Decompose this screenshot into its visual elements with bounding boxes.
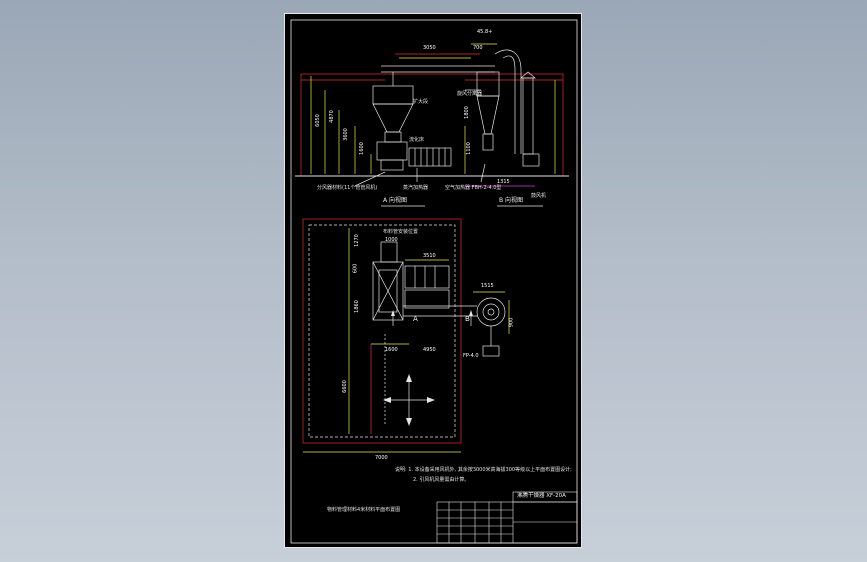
room-outline: [302, 218, 462, 444]
note-line-1: 说明: 1. 本设备采用风机外, 其余按3000米高海拔300等级以上平面布置图…: [395, 467, 572, 473]
label-view-b: B 向视图: [499, 197, 524, 204]
drawing-sheet: 3050 700 45.8+ 6050 4870 3600 1600 1800 …: [284, 13, 582, 548]
label-dryer: 流化床: [409, 137, 425, 143]
plan-view: [302, 218, 510, 453]
dim-1800: 1800: [463, 106, 470, 119]
dim-3050: 3050: [423, 45, 436, 51]
dim-600: 600: [352, 263, 359, 274]
title-block: [436, 491, 578, 544]
marker-b: B: [465, 315, 470, 323]
dim-r: 45.8+: [477, 29, 493, 35]
dim-900: 900: [508, 317, 515, 328]
elevation-view: [295, 43, 569, 187]
inner-frame: [290, 19, 578, 544]
label-expand: 扩大段: [413, 99, 429, 105]
dim-1600: 1600: [358, 142, 365, 155]
dim-4950: 4950: [423, 347, 436, 353]
label-cyclone: 旋风分离器: [457, 91, 483, 97]
dim-3600: 3600: [342, 128, 349, 141]
dim-3510: 3510: [423, 253, 436, 259]
note-line-2: 2. 引风机风量需由计算。: [413, 477, 470, 483]
dim-7000: 7000: [375, 455, 388, 461]
label-fan-small: FP-4.0: [463, 353, 479, 359]
building-outline: [300, 73, 564, 177]
dim-4870: 4870: [328, 110, 335, 123]
title-project: 物料管理材料4米材料平面布置图: [327, 507, 401, 513]
label-view-a: A 向视图: [383, 197, 408, 204]
marker-a: A: [413, 315, 418, 323]
title-drawing-name: 沸腾干燥器 XF-20A: [517, 493, 566, 499]
label-layout-top: 布料管安装位置: [383, 229, 419, 235]
dim-1315: 1315: [497, 179, 510, 185]
label-fan: 鼓风机: [531, 193, 547, 199]
drawing-canvas: [290, 19, 578, 544]
label-steam-heater: 蒸汽加热器: [403, 185, 429, 191]
dim-6600: 6600: [341, 380, 348, 393]
dim-1100: 1100: [465, 142, 472, 155]
dim-1270: 1270: [353, 234, 360, 247]
dim-1860: 1860: [353, 300, 360, 313]
label-air-heater: 空气加热器 FBH-2-4.0型: [445, 185, 502, 191]
label-distributor: 分风器材料(11个管管风机): [317, 185, 378, 191]
dim-1000: 1000: [385, 237, 398, 243]
dim-1515: 1515: [481, 283, 494, 289]
dim-1600: 1600: [385, 347, 398, 353]
dim-700: 700: [473, 45, 483, 51]
dim-6050: 6050: [314, 114, 321, 127]
